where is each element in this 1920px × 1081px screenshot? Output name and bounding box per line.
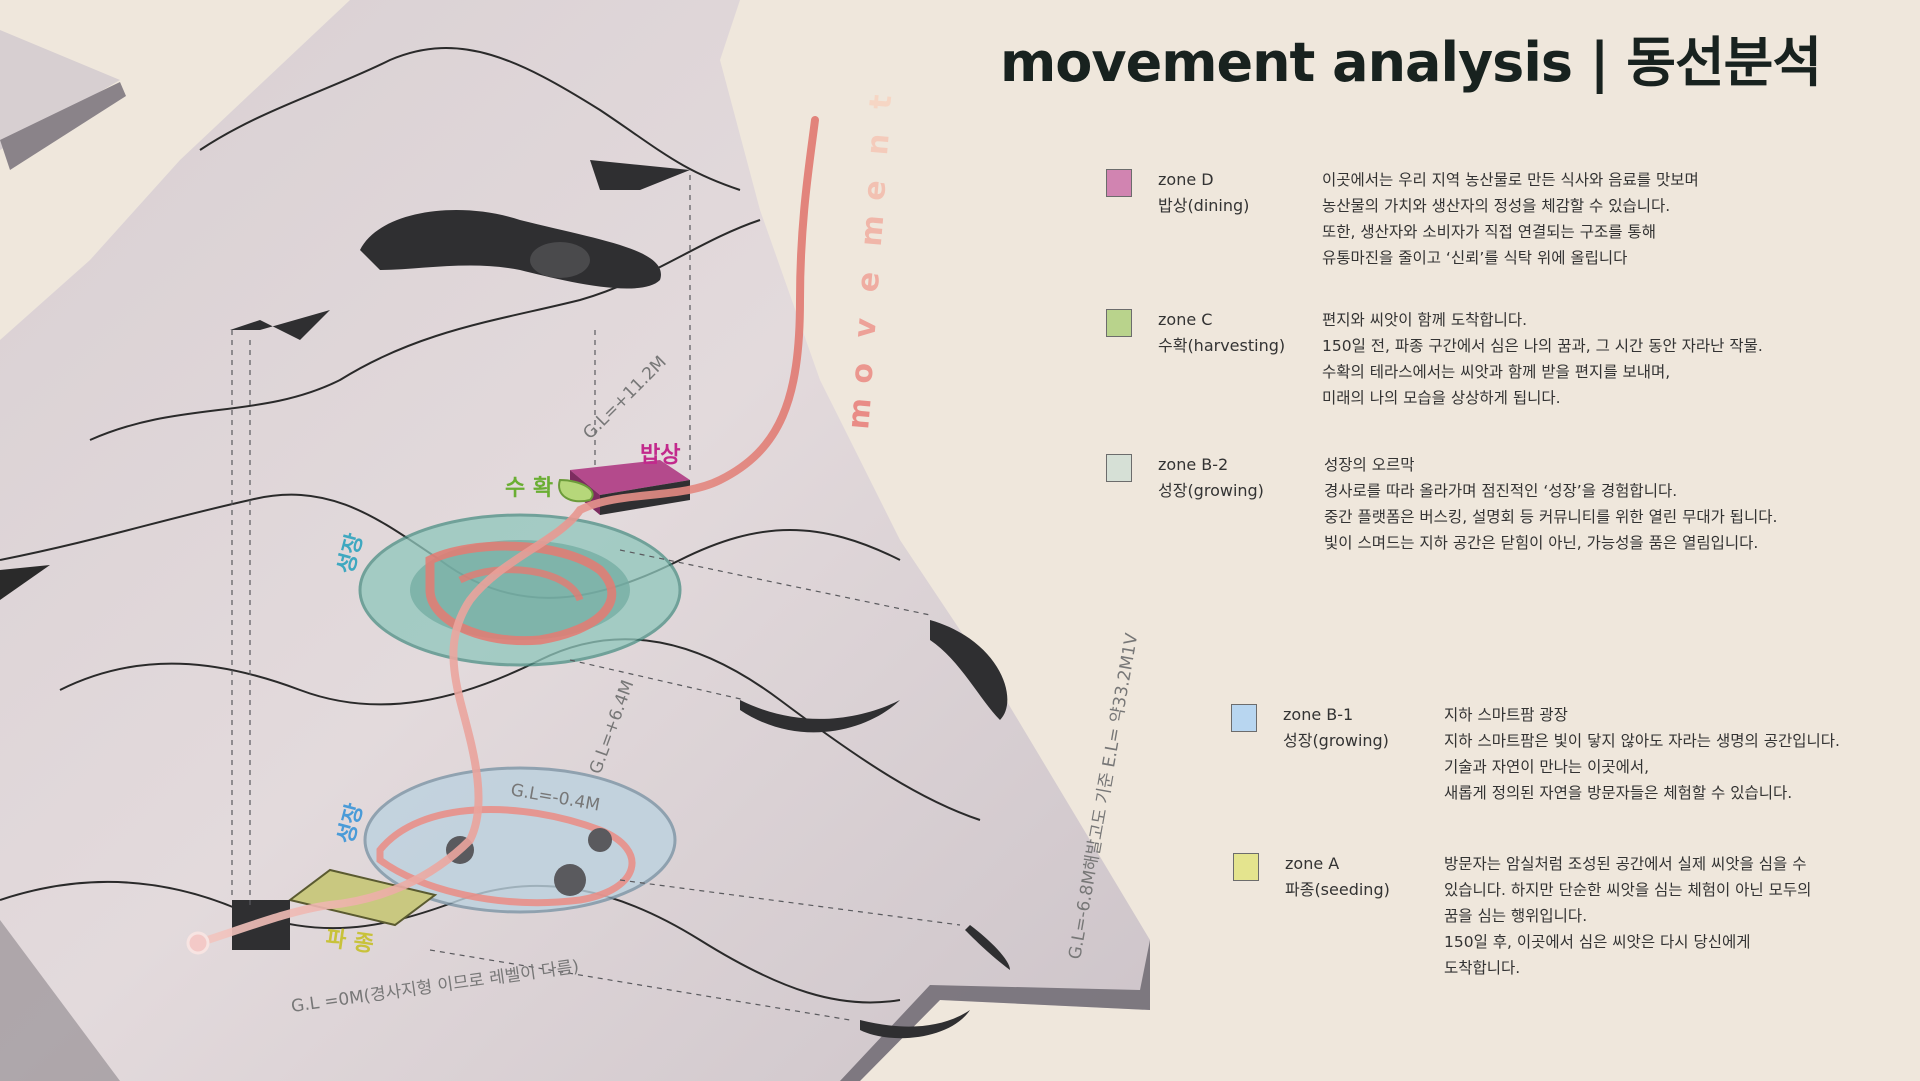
zone-b1-description: 지하 스마트팜 광장 지하 스마트팜은 빛이 닿지 않아도 자라는 생명의 공간… bbox=[1444, 706, 1840, 802]
movement-letter: n bbox=[860, 132, 897, 156]
label-harvesting: 수 확 bbox=[505, 476, 553, 501]
harvesting-platform bbox=[558, 478, 594, 503]
zone-d-name: zone D 밥상(dining) bbox=[1158, 170, 1250, 215]
label-dining: 밥상 bbox=[640, 443, 680, 468]
zone-b2-description: 성장의 오르막 경사로를 따라 올라가며 점진적인 ‘성장’을 경험합니다. 중… bbox=[1324, 456, 1778, 552]
zone-b1-swatch bbox=[1231, 704, 1257, 732]
zone-c-description: 편지와 씨앗이 함께 도착합니다. 150일 전, 파종 구간에서 심은 나의 … bbox=[1322, 311, 1763, 407]
zone-c-name: zone C 수확(harvesting) bbox=[1158, 310, 1286, 355]
zone-a-name: zone A 파종(seeding) bbox=[1285, 854, 1390, 899]
zone-b1-name: zone B-1 성장(growing) bbox=[1283, 705, 1389, 750]
movement-letter: m bbox=[841, 397, 879, 431]
movement-word: movement bbox=[841, 93, 899, 430]
circulation-path bbox=[194, 116, 819, 947]
growing-upper-platform bbox=[358, 513, 682, 667]
guide-lines bbox=[231, 175, 961, 1021]
zone-a-description: 방문자는 암실처럼 조성된 공간에서 실제 씨앗을 심을 수 있습니다. 하지만… bbox=[1444, 855, 1812, 977]
zone-c-swatch bbox=[1106, 309, 1132, 337]
movement-letter: o bbox=[844, 361, 881, 385]
movement-letter: m bbox=[854, 214, 892, 248]
zone-b2-swatch bbox=[1106, 454, 1132, 482]
zone-d-swatch bbox=[1106, 169, 1132, 197]
start-point bbox=[186, 931, 210, 955]
movement-letter: t bbox=[863, 93, 899, 110]
zone-d-description: 이곳에서는 우리 지역 농산물로 만든 식사와 음료를 맛보며 농산물의 가치와… bbox=[1322, 171, 1699, 267]
zone-b2-name: zone B-2 성장(growing) bbox=[1158, 455, 1264, 500]
axonometric-diagram: movement 밥상 수 확 성장 성장 파 종 G.L=+11.2M G.L… bbox=[0, 0, 1150, 1081]
movement-letter: e bbox=[857, 179, 894, 202]
walls bbox=[230, 160, 1010, 1039]
page-title: movement analysis | 동선분석 bbox=[1000, 31, 1822, 94]
movement-letter: v bbox=[847, 316, 884, 339]
movement-letter: e bbox=[851, 270, 888, 293]
zone-a-swatch bbox=[1233, 853, 1259, 881]
